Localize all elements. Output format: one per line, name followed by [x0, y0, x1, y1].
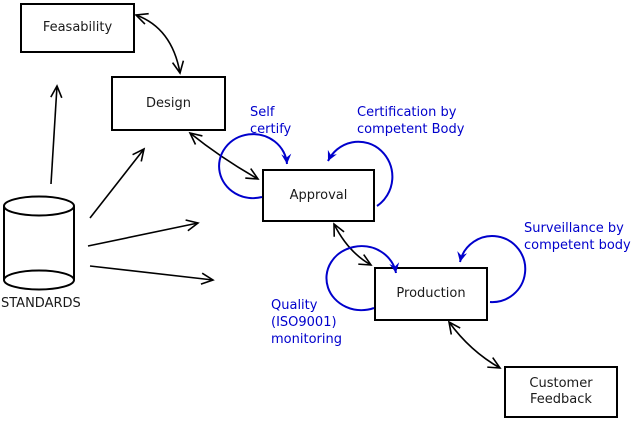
node-approval: Approval: [262, 169, 375, 222]
annotation-quality-line2: (ISO9001): [271, 315, 337, 330]
arrow-design-approval: [188, 131, 260, 180]
arrow-standards-to-production: [89, 265, 215, 285]
cylinder-top-ellipse: [3, 195, 75, 217]
node-customer-feedback-label-line1: Customer: [529, 376, 593, 391]
node-customer-feedback-label-line2: Feedback: [530, 392, 592, 407]
annotation-surveillance-line1: Surveillance by: [524, 221, 624, 236]
annotation-quality-line3: monitoring: [271, 332, 342, 347]
node-production-label: Production: [396, 286, 466, 301]
annotation-self-certify-line2: certify: [250, 122, 292, 137]
arrow-feasability-design: [134, 12, 185, 75]
arrow-approval-production: [333, 222, 373, 266]
annotation-surveillance: Surveillance by competent body: [524, 220, 631, 254]
node-customer-feedback: Customer Feedback: [504, 366, 618, 418]
annotation-self-certify: Self certify: [250, 104, 291, 138]
annotation-quality-line1: Quality: [271, 298, 318, 313]
node-production: Production: [374, 267, 488, 321]
cylinder-bottom-ellipse: [3, 269, 75, 291]
annotation-certification-line2: competent Body: [357, 122, 465, 137]
standards-cylinder: [3, 195, 75, 291]
arrow-standards-to-feasability: [50, 84, 63, 185]
arrow-standards-to-design: [89, 147, 146, 219]
node-feasability-label: Feasability: [42, 20, 113, 35]
annotation-certification: Certification by competent Body: [357, 104, 464, 138]
node-approval-label: Approval: [289, 187, 348, 203]
node-design-label: Design: [146, 95, 191, 111]
annotation-self-certify-line1: Self: [250, 105, 275, 120]
annotation-surveillance-line2: competent body: [524, 238, 631, 253]
arrow-standards-to-approval: [87, 219, 200, 247]
annotation-quality: Quality (ISO9001) monitoring: [271, 297, 342, 348]
annotation-certification-line1: Certification by: [357, 105, 457, 120]
node-design: Design: [111, 76, 226, 131]
node-feasability: Feasability: [20, 3, 135, 53]
arrow-production-customer-feedback: [447, 320, 502, 369]
standards-label: STANDARDS: [1, 296, 81, 311]
